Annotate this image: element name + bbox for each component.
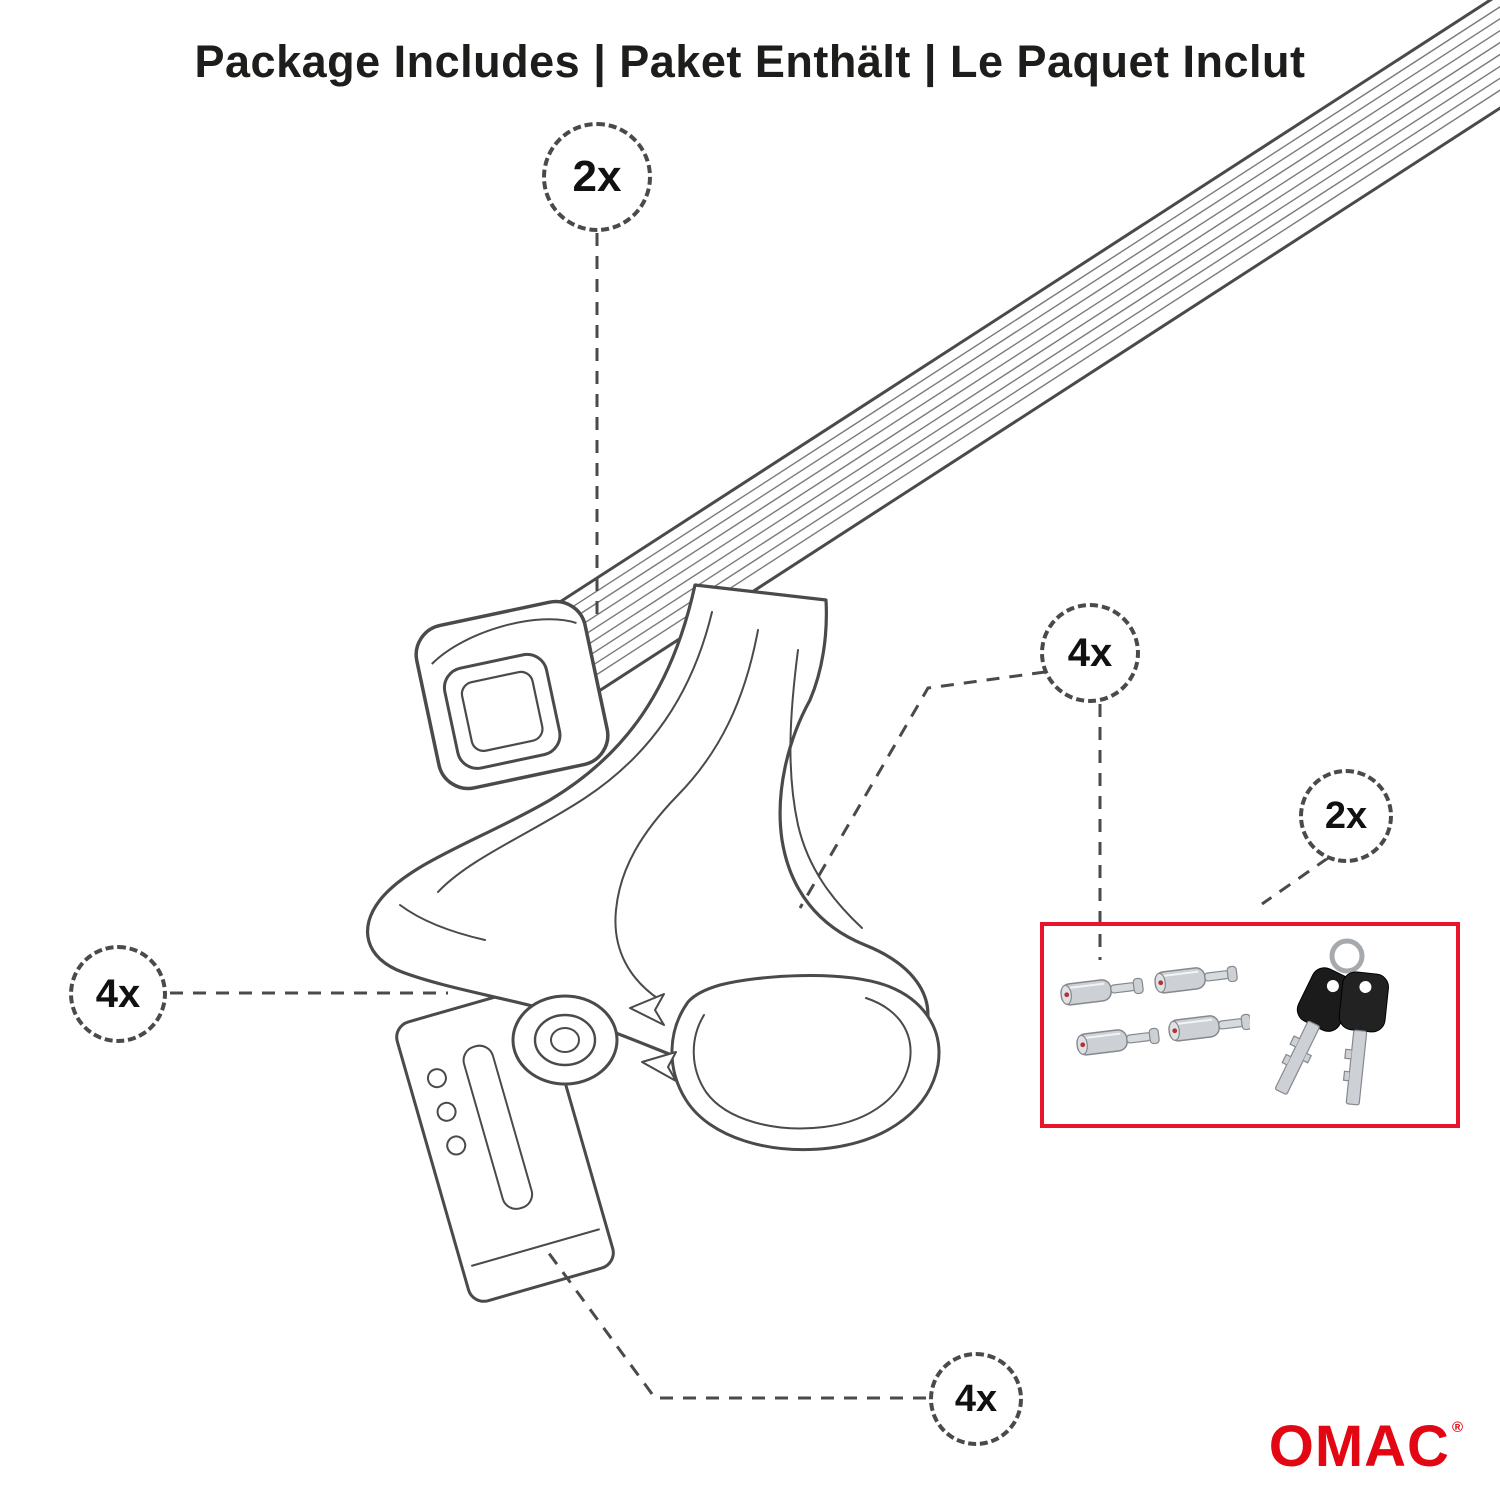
registered-trademark-icon: ® [1451, 1419, 1464, 1436]
callout-foot-qty: 4x [69, 945, 167, 1043]
crossbar-drawing [495, 0, 1500, 726]
parts-box [1040, 922, 1460, 1128]
page-title: Package Includes | Paket Enthält | Le Pa… [194, 36, 1306, 87]
leader-lines [170, 233, 1329, 1400]
callout-keys-qty: 2x [1299, 769, 1393, 863]
lock-cylinders-image [1050, 930, 1250, 1120]
keys-image [1250, 930, 1450, 1120]
leader-clamp [546, 1251, 926, 1400]
leader-lock-bolts [798, 670, 1046, 909]
foot-drawing [365, 583, 941, 1303]
lock-cylinders-icon [1059, 962, 1250, 1057]
callout-lock-bolts-qty: 4x [1040, 603, 1140, 703]
base-pad-drawing [670, 974, 941, 1152]
leader-keys [1261, 856, 1329, 906]
end-cap-drawing [414, 599, 610, 791]
callout-crossbar-qty: 2x [542, 122, 652, 232]
keys-icon [1274, 938, 1389, 1106]
brand-logo-text: OMAC [1268, 1414, 1450, 1479]
callout-clamp-qty: 4x [929, 1352, 1023, 1446]
brand-logo: OMAC ® [1269, 1418, 1464, 1476]
